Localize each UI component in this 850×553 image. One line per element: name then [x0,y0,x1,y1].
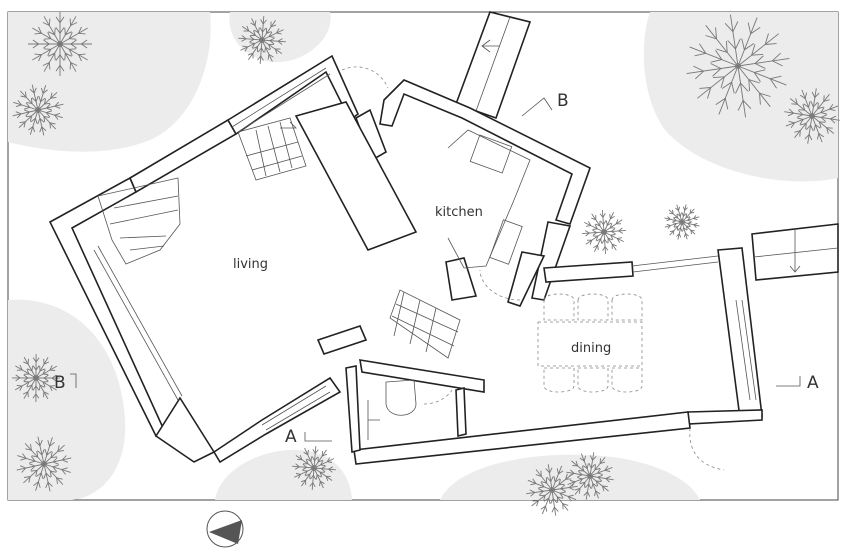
section-a-right-label: A [807,373,819,393]
tree-icon [566,452,614,500]
tree-icon [526,464,578,516]
windows [93,67,757,431]
section-b-left-label: B [54,373,66,393]
north-arrow-icon [206,510,244,548]
bathroom-fixtures [367,379,417,440]
decks [454,11,839,281]
section-b-left-marker: B [54,373,77,393]
walls [48,54,763,465]
room-labels: living kitchen dining [233,205,611,356]
tree-icon [28,12,92,76]
tree-icon [664,204,700,240]
tree-icon [686,14,790,118]
living-label: living [233,257,268,272]
dining-furniture [537,293,643,393]
tree-icon [784,88,840,144]
tree-icon [12,84,64,136]
tree-icon [292,446,336,490]
door-swings [341,66,725,471]
trees [11,12,840,516]
tree-icon [11,353,61,403]
section-a-left-label: A [285,427,297,447]
section-a-right-marker: A [776,373,819,393]
tree-icon [582,210,626,254]
section-a-left-marker: A [285,427,332,447]
tree-icon [16,436,72,492]
tree-icon [238,16,286,64]
section-b-right-marker: B [521,91,569,117]
section-markers: A A B B [54,91,819,447]
stairs [97,117,461,359]
dining-label: dining [571,341,611,356]
kitchen-fixtures [447,129,531,269]
section-b-right-label: B [557,91,569,111]
kitchen-label: kitchen [435,205,483,220]
